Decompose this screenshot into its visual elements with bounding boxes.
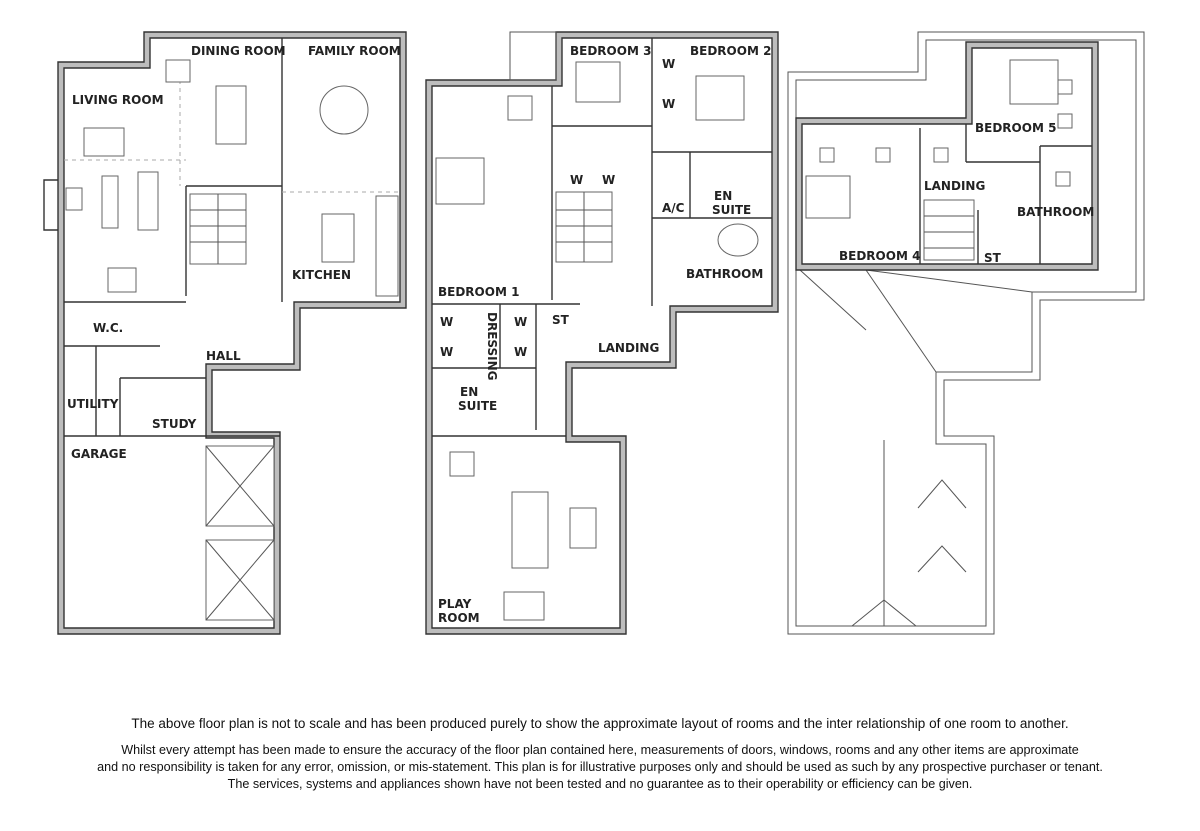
bed-bedroom-3 bbox=[575, 61, 621, 103]
armchair bbox=[165, 59, 191, 83]
label-wardrobe-7: W bbox=[440, 345, 453, 359]
label-bedroom-2: BEDROOM 2 bbox=[690, 44, 771, 58]
side-table bbox=[65, 187, 83, 211]
disclaimer-line-4: The services, systems and appliances sho… bbox=[227, 777, 973, 791]
label-dressing: DRESSING bbox=[485, 312, 499, 381]
roof-windows bbox=[819, 79, 1073, 187]
label-wardrobe-2: W bbox=[662, 97, 675, 111]
label-storage-second: ST bbox=[984, 251, 1002, 265]
bathtub bbox=[717, 223, 759, 257]
play-table bbox=[511, 491, 549, 569]
label-dining-room: DINING ROOM bbox=[191, 44, 286, 58]
label-bedroom-4: BEDROOM 4 bbox=[839, 249, 920, 263]
disclaimer-line-3: and no responsibility is taken for any e… bbox=[97, 760, 1103, 774]
ground-stairs bbox=[189, 193, 247, 265]
label-hall: HALL bbox=[206, 349, 241, 363]
label-wardrobe-6: W bbox=[514, 315, 527, 329]
label-utility: UTILITY bbox=[67, 397, 119, 411]
sofa-2 bbox=[137, 171, 159, 231]
label-en-suite-2b: SUITE bbox=[458, 399, 497, 413]
bed-bedroom-2 bbox=[695, 75, 745, 121]
label-landing-first: LANDING bbox=[598, 341, 659, 355]
label-family-room: FAMILY ROOM bbox=[308, 44, 401, 58]
roof-hips bbox=[799, 269, 1033, 627]
second-stairs bbox=[923, 199, 975, 261]
play-cabinet bbox=[569, 507, 597, 549]
bed-bedroom-4 bbox=[805, 175, 851, 219]
label-wc: W.C. bbox=[93, 321, 123, 335]
label-living-room: LIVING ROOM bbox=[72, 93, 164, 107]
label-bedroom-1: BEDROOM 1 bbox=[438, 285, 519, 299]
bay-window bbox=[43, 179, 58, 231]
coffee-table bbox=[101, 175, 119, 229]
label-bedroom-5: BEDROOM 5 bbox=[975, 121, 1056, 135]
label-bathroom-second: BATHROOM bbox=[1017, 205, 1094, 219]
bed-bedroom-1 bbox=[435, 157, 485, 205]
play-armchair bbox=[449, 451, 475, 477]
second-floor-outer-wall bbox=[795, 41, 1099, 271]
second-internal-walls bbox=[919, 124, 1092, 264]
first-floor-plan: BEDROOM 3 BEDROOM 2 W W W W A/C EN SUITE… bbox=[425, 31, 779, 635]
round-table bbox=[319, 85, 369, 135]
label-ac: A/C bbox=[662, 201, 685, 215]
ground-floor-outer-wall bbox=[57, 31, 407, 635]
armchair-2 bbox=[107, 267, 137, 293]
label-play-room-a: PLAY bbox=[438, 597, 472, 611]
roof-outline bbox=[787, 31, 1145, 635]
first-floor-outer-wall bbox=[425, 31, 779, 635]
disclaimer-block: Whilst every attempt has been made to en… bbox=[0, 742, 1200, 793]
armchair-bedroom-1 bbox=[507, 95, 533, 121]
label-play-room-b: ROOM bbox=[438, 611, 480, 625]
second-floor-plan: BEDROOM 5 LANDING BATHROOM BEDROOM 4 ST bbox=[787, 31, 1145, 635]
sofa bbox=[83, 127, 125, 157]
label-wardrobe-8: W bbox=[514, 345, 527, 359]
label-kitchen: KITCHEN bbox=[292, 268, 351, 282]
bed-bedroom-5 bbox=[1009, 59, 1059, 105]
disclaimer-line-1: The above floor plan is not to scale and… bbox=[131, 716, 1069, 731]
ground-internal-walls bbox=[64, 38, 283, 437]
roof-light bbox=[509, 31, 557, 81]
garage-doors bbox=[205, 445, 275, 621]
label-study: STUDY bbox=[152, 417, 197, 431]
label-wardrobe-3: W bbox=[570, 173, 583, 187]
label-en-suite-1a: EN bbox=[714, 189, 732, 203]
ground-floor-plan: DINING ROOM FAMILY ROOM LIVING ROOM KITC… bbox=[43, 31, 407, 635]
label-wardrobe-5: W bbox=[440, 315, 453, 329]
kitchen-counter bbox=[375, 195, 399, 297]
first-stairs bbox=[555, 191, 613, 263]
play-sofa bbox=[503, 591, 545, 621]
kitchen-island bbox=[321, 213, 355, 263]
label-en-suite-1b: SUITE bbox=[712, 203, 751, 217]
label-bathroom-first: BATHROOM bbox=[686, 267, 763, 281]
label-garage: GARAGE bbox=[71, 447, 127, 461]
label-en-suite-2a: EN bbox=[460, 385, 478, 399]
label-wardrobe-1: W bbox=[662, 57, 675, 71]
floor-plans: DINING ROOM FAMILY ROOM LIVING ROOM KITC… bbox=[43, 31, 1145, 635]
first-internal-walls bbox=[432, 38, 772, 437]
label-bedroom-3: BEDROOM 3 bbox=[570, 44, 651, 58]
label-wardrobe-4: W bbox=[602, 173, 615, 187]
label-landing-second: LANDING bbox=[924, 179, 985, 193]
roof-outline-inner bbox=[795, 39, 1137, 627]
dining-table bbox=[215, 85, 247, 145]
label-storage-first: ST bbox=[552, 313, 570, 327]
disclaimer-line-2: Whilst every attempt has been made to en… bbox=[121, 743, 1079, 757]
